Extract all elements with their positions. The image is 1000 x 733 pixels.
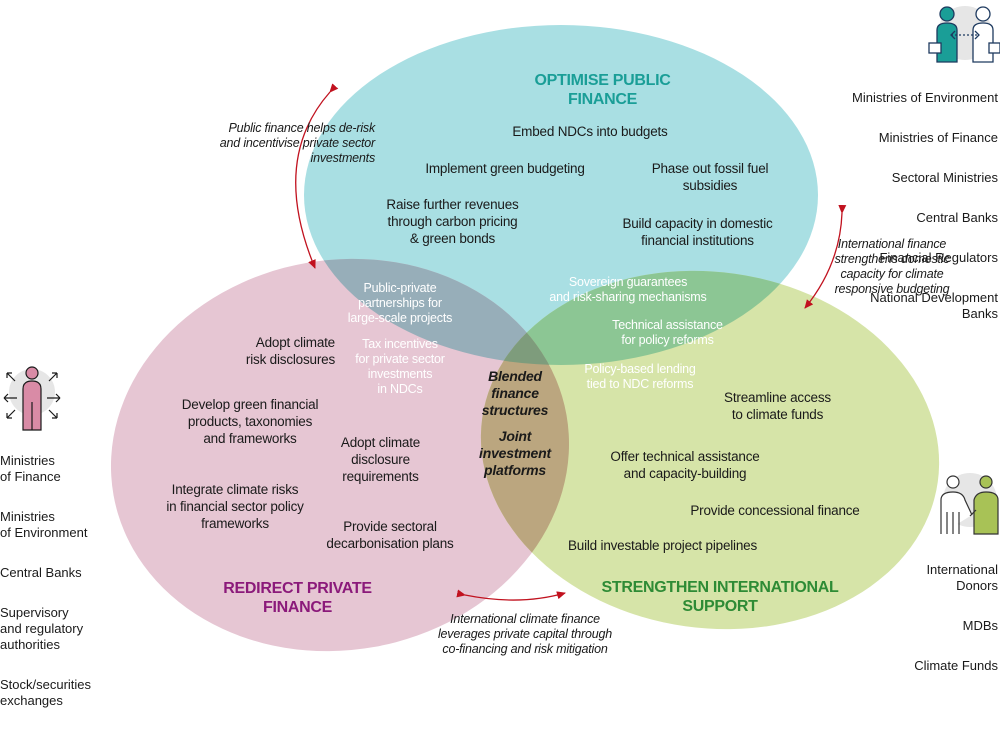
public-stakeholders: Ministries of Environment Ministries of …	[800, 74, 998, 346]
public-item: Raise further revenues through carbon pr…	[386, 197, 519, 246]
overlap-public-private-item: Public-private partnerships for large-sc…	[347, 281, 453, 325]
international-item: Streamline access to climate funds	[724, 390, 831, 422]
public-item: Build capacity in domestic financial ins…	[622, 216, 773, 248]
overlap-public-international-item: Sovereign guarantees and risk-sharing me…	[549, 275, 707, 304]
private-finance-circle	[110, 258, 570, 652]
stakeholder: MDBs	[962, 618, 998, 633]
arrow-label-private-international: International climate finance leverages …	[437, 612, 613, 656]
stakeholder: National Development Banks	[870, 290, 998, 321]
private-item: Adopt climate risk disclosures	[245, 335, 335, 367]
public-item: Embed NDCs into budgets	[512, 124, 668, 139]
arrow-label-public-private: Public finance helps de-risk and incenti…	[219, 121, 375, 165]
arrow-label-public-international: International finance strengthens domest…	[834, 237, 950, 296]
private-item: Provide sectoral decarbonisation plans	[326, 519, 454, 551]
center-item: Blended finance structures	[481, 368, 549, 418]
international-item: Offer technical assistance and capacity-…	[610, 449, 760, 481]
overlap-public-private-item: Tax incentives for private sector invest…	[355, 337, 445, 396]
private-stakeholders: Ministries of Finance Ministries of Envi…	[0, 437, 110, 733]
stakeholder: Sectoral Ministries	[891, 170, 998, 185]
stakeholder: Supervisory and regulatory authorities	[0, 605, 84, 652]
arrow-public-international	[804, 204, 847, 309]
stakeholder: Ministries of Finance	[878, 130, 998, 145]
arrow-private-international	[456, 589, 566, 601]
arrow-public-private	[295, 83, 339, 269]
overlap-public-international	[480, 270, 818, 365]
handshake-people-icon	[940, 473, 999, 535]
people-exchange-icon	[928, 6, 1000, 63]
stakeholder: International Donors	[926, 562, 998, 593]
public-item: Phase out fossil fuel subsidies	[651, 161, 769, 193]
private-item: Integrate climate risks in financial sec…	[166, 482, 304, 531]
person-outward-arrows-icon	[3, 366, 61, 431]
stakeholder: Ministries of Environment	[0, 509, 88, 540]
international-item: Provide concessional finance	[690, 503, 860, 518]
private-item: Adopt climate disclosure requirements	[340, 435, 421, 484]
international-support-title: STRENGTHEN INTERNATIONAL SUPPORT	[601, 579, 839, 615]
stakeholder: Ministries of Finance	[0, 453, 61, 484]
public-finance-title: OPTIMISE PUBLIC FINANCE	[534, 72, 671, 108]
stakeholder: Central Banks	[916, 210, 998, 225]
overlap-public-international-item: Policy-based lending tied to NDC reforms	[584, 362, 696, 391]
stakeholder: Stock/securities exchanges	[0, 677, 92, 708]
stakeholder: Climate Funds	[914, 658, 998, 673]
private-finance-title: REDIRECT PRIVATE FINANCE	[223, 580, 372, 616]
venn-diagram	[3, 6, 1000, 652]
overlap-public-international-item: Technical assistance for policy reforms	[612, 318, 723, 347]
private-item: Develop green financial products, taxono…	[181, 397, 319, 446]
international-stakeholders: International Donors MDBs Climate Funds	[880, 546, 998, 698]
stakeholder: Ministries of Environment	[852, 90, 998, 105]
center-item: Joint investment platforms	[479, 428, 551, 478]
international-item: Build investable project pipelines	[567, 538, 758, 553]
stakeholder: Central Banks	[0, 565, 82, 580]
stakeholder: Financial Regulators	[879, 250, 998, 265]
public-item: Implement green budgeting	[425, 161, 585, 176]
